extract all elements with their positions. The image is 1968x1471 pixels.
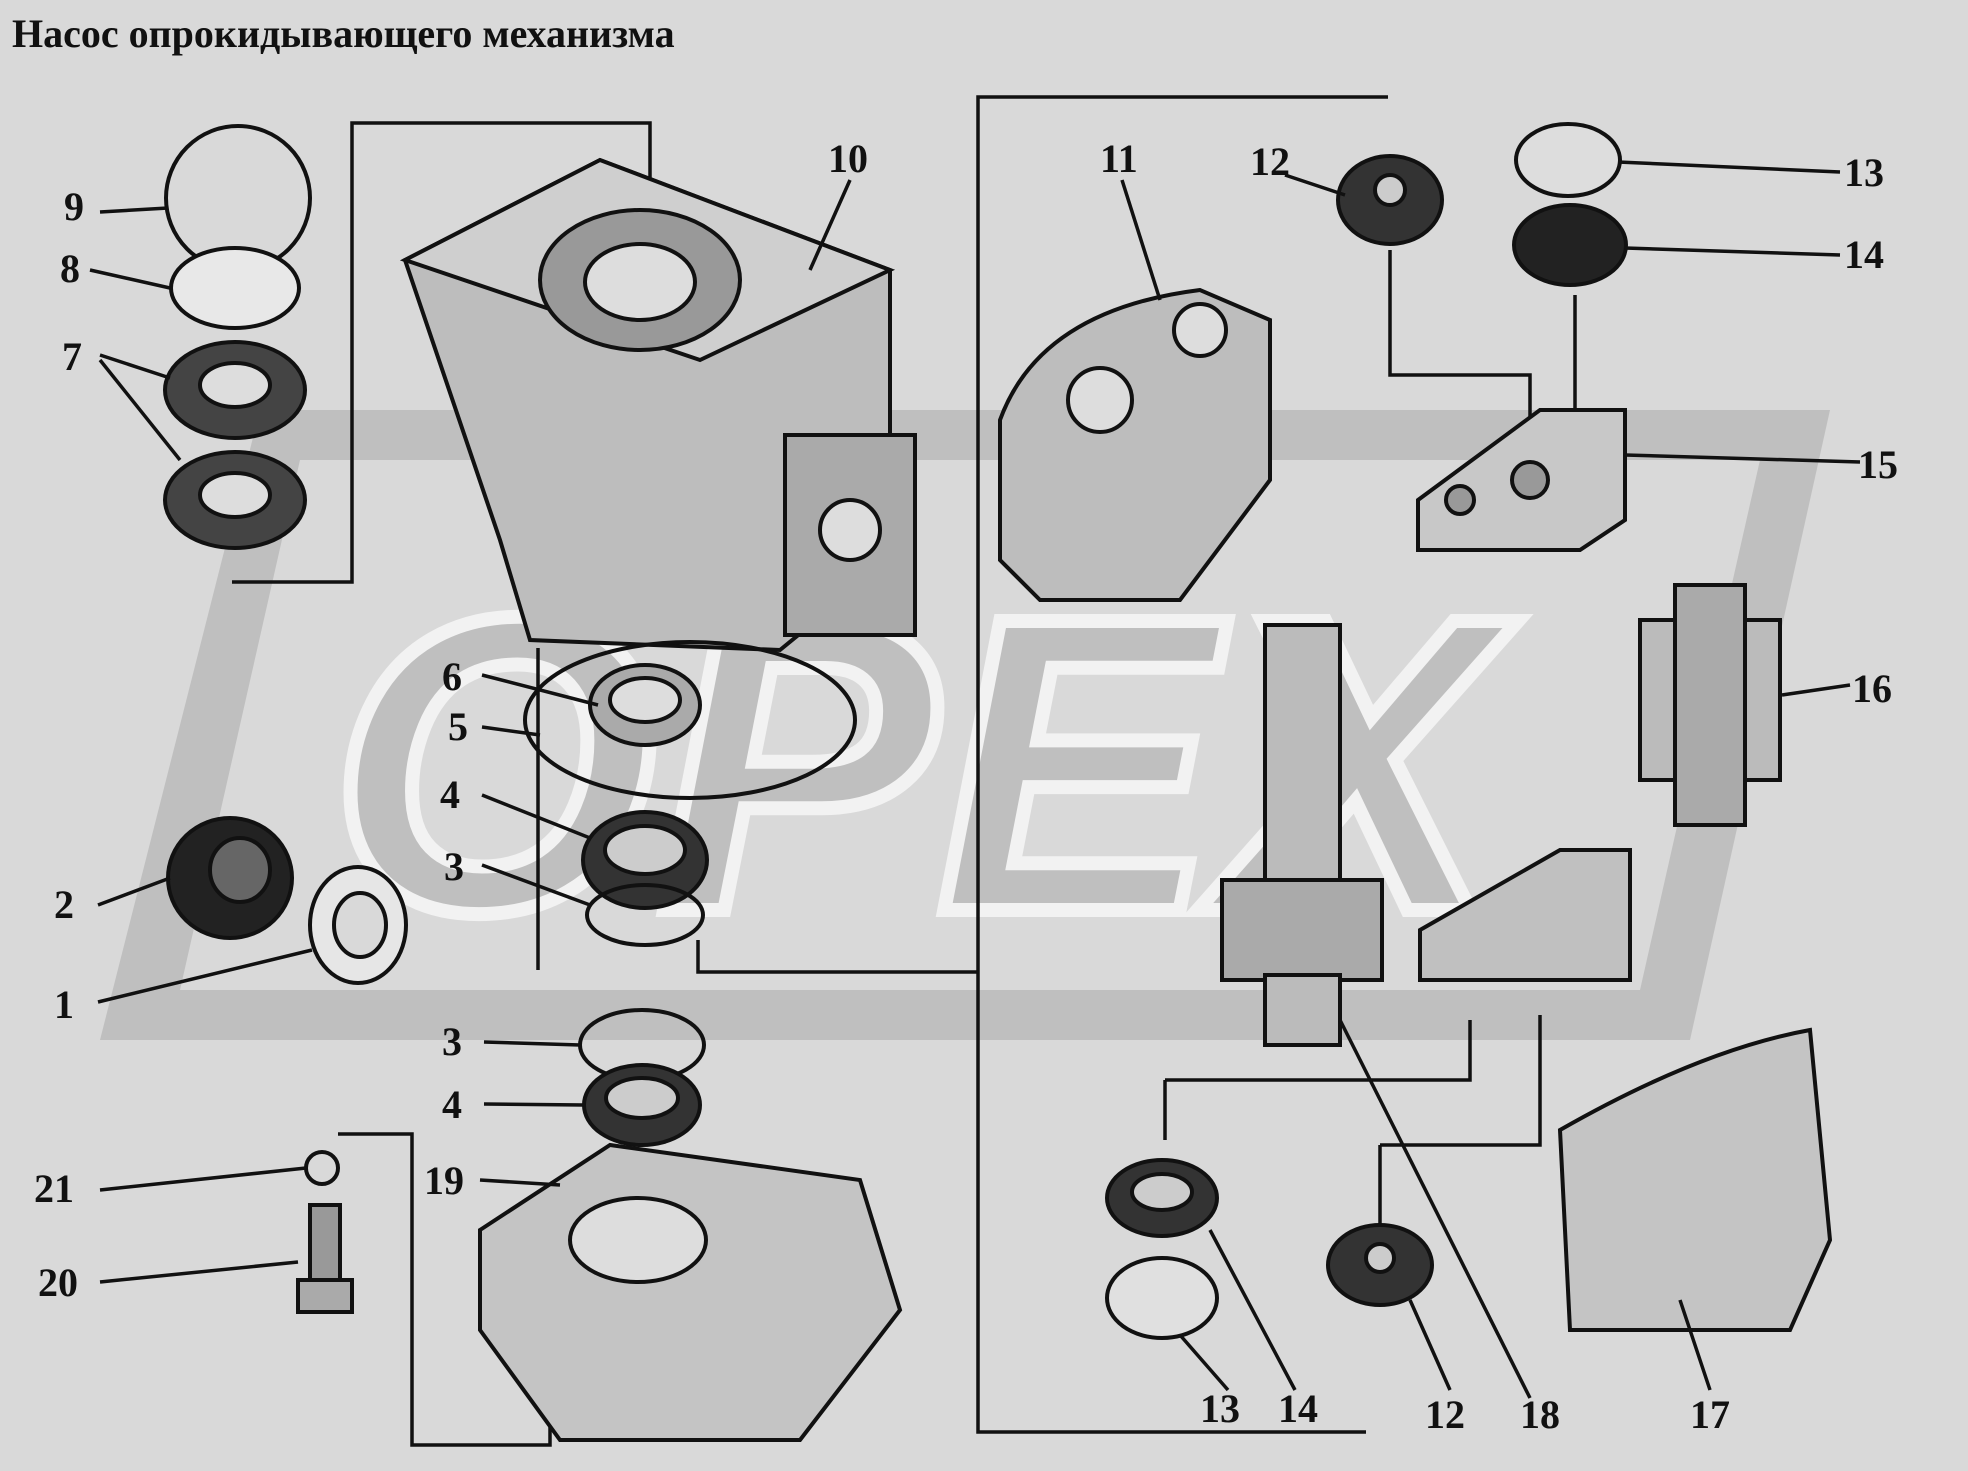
callout-20: 20 — [38, 1260, 78, 1305]
callout-9: 9 — [64, 184, 84, 229]
part-21-clip — [304, 1150, 340, 1186]
callout-1: 1 — [54, 982, 74, 1027]
callout-7: 7 — [62, 334, 82, 379]
callout-11: 11 — [1100, 136, 1138, 181]
callout-4-lower: 4 — [442, 1082, 462, 1127]
callout-15: 15 — [1858, 442, 1898, 487]
callout-3: 3 — [444, 844, 464, 889]
callout-10: 10 — [828, 136, 868, 181]
callout-4: 4 — [440, 772, 460, 817]
callout-5: 5 — [448, 704, 468, 749]
callout-14: 14 — [1844, 232, 1884, 277]
assembly-lines — [232, 95, 1577, 1447]
part-3-ring — [585, 883, 705, 947]
diagram-title: Насос опрокидывающего механизма — [12, 11, 675, 56]
callout-18: 18 — [1520, 1392, 1560, 1437]
callout-13-lower: 13 — [1200, 1386, 1240, 1431]
callout-8: 8 — [60, 246, 80, 291]
part-13-cap — [1514, 122, 1622, 198]
callout-14-lower: 14 — [1278, 1386, 1318, 1431]
part-13-ring-lower — [1105, 1256, 1219, 1340]
callout-16: 16 — [1852, 666, 1892, 711]
part-17-housing — [1557, 1027, 1833, 1332]
part-bearing-block-half — [1418, 848, 1632, 982]
callout-3-lower: 3 — [442, 1019, 462, 1064]
callout-13: 13 — [1844, 150, 1884, 195]
callout-19: 19 — [424, 1158, 464, 1203]
part-8-ring — [169, 246, 301, 330]
callout-12: 12 — [1250, 139, 1290, 184]
part-5-o-ring — [523, 640, 857, 800]
part-14-seal — [1512, 203, 1628, 287]
callouts: 9 8 7 6 5 4 3 2 1 3 4 21 20 19 10 11 12 … — [34, 136, 1898, 1437]
part-11-bearing-block — [998, 287, 1272, 602]
callout-21: 21 — [34, 1166, 74, 1211]
callout-12-lower: 12 — [1425, 1392, 1465, 1437]
part-19-cover — [478, 1142, 903, 1442]
parts — [163, 122, 1833, 1442]
callout-17: 17 — [1690, 1392, 1730, 1437]
callout-6: 6 — [442, 654, 462, 699]
callout-2: 2 — [54, 882, 74, 927]
leader-lines — [89, 160, 1861, 1399]
